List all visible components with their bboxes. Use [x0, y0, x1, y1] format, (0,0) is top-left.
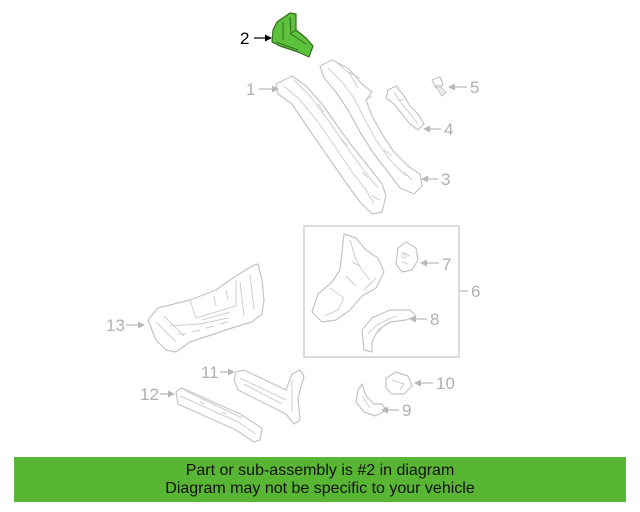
svg-text:3: 3: [441, 170, 450, 189]
svg-text:9: 9: [402, 401, 411, 420]
svg-text:1: 1: [246, 80, 255, 99]
svg-text:8: 8: [430, 310, 439, 329]
svg-text:12: 12: [140, 385, 159, 404]
svg-text:11: 11: [201, 363, 219, 382]
callout-2: 2: [240, 29, 272, 48]
part-9-bracket[interactable]: [355, 383, 387, 417]
svg-text:2: 2: [240, 29, 249, 48]
callout-5: 5: [448, 78, 479, 97]
part-12-sill[interactable]: [175, 387, 263, 443]
part-4-bracket[interactable]: [385, 85, 425, 131]
callout-8: 8: [409, 310, 439, 329]
svg-text:7: 7: [442, 255, 451, 274]
part-3-reinforcement[interactable]: [319, 59, 423, 195]
part-1-pillar[interactable]: [275, 75, 387, 215]
parts-diagram: 2 1 3 4 5: [106, 12, 480, 443]
svg-text:10: 10: [436, 374, 455, 393]
part-10-plate[interactable]: [385, 371, 413, 395]
callout-1: 1: [246, 80, 279, 99]
callout-7: 7: [420, 255, 451, 274]
info-banner: Part or sub-assembly is #2 in diagram Di…: [14, 457, 626, 502]
svg-text:4: 4: [444, 120, 453, 139]
subassembly-6-box: 6: [303, 225, 480, 358]
svg-text:13: 13: [106, 316, 125, 335]
banner-line-2: Diagram may not be specific to your vehi…: [165, 479, 475, 497]
callout-9: 9: [381, 401, 411, 420]
part-8-wheelhouse-arch[interactable]: [361, 309, 417, 353]
callout-13: 13: [106, 316, 145, 335]
svg-text:5: 5: [470, 78, 479, 97]
part-5-bolt[interactable]: [431, 76, 447, 97]
part-wheelhouse-inner[interactable]: [311, 233, 385, 323]
part-11-rocker[interactable]: [233, 369, 305, 425]
callout-3: 3: [421, 170, 450, 189]
callout-10: 10: [414, 374, 455, 393]
callout-11: 11: [201, 363, 235, 382]
callout-4: 4: [423, 120, 453, 139]
svg-text:6: 6: [471, 282, 480, 301]
callout-12: 12: [140, 385, 175, 404]
banner-line-1: Part or sub-assembly is #2 in diagram: [185, 461, 455, 479]
part-13-floor-pan[interactable]: [147, 263, 265, 353]
part-2-bracket[interactable]: [271, 12, 314, 58]
part-7-gusset[interactable]: [395, 241, 419, 273]
